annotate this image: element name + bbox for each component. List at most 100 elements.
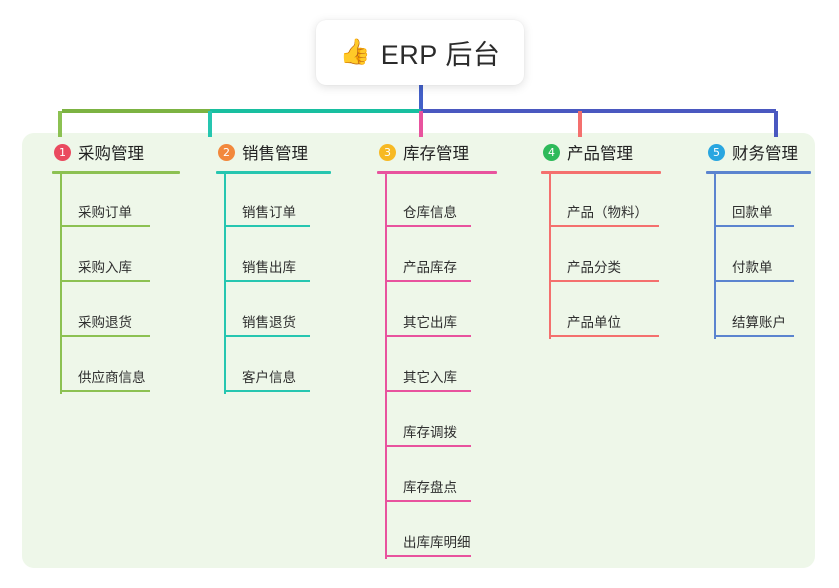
branch-header-1[interactable]: 1 采购管理: [38, 133, 198, 171]
branch-header-5[interactable]: 5 财务管理: [692, 133, 812, 171]
branch-item-underline: [60, 390, 150, 392]
branch-item-underline: [385, 225, 471, 227]
branch-item-underline: [224, 335, 310, 337]
branch-header-underline: [377, 171, 497, 174]
branch-item-label: 销售订单: [242, 205, 296, 220]
branch-header-underline: [216, 171, 331, 174]
branch-item[interactable]: 结算账户: [714, 284, 812, 339]
branch-column-2: 2 销售管理销售订单销售出库销售退货客户信息: [202, 133, 362, 394]
branch-item[interactable]: 产品（物料）: [549, 174, 692, 229]
branch-item[interactable]: 产品库存: [385, 229, 528, 284]
branch-item[interactable]: 付款单: [714, 229, 812, 284]
branch-header-underline: [706, 171, 811, 174]
branch-item[interactable]: 仓库信息: [385, 174, 528, 229]
branch-item[interactable]: 销售出库: [224, 229, 362, 284]
connector-drop-2: [208, 111, 212, 137]
branch-item[interactable]: 产品分类: [549, 229, 692, 284]
branch-column-3: 3 库存管理仓库信息产品库存其它出库其它入库库存调拨库存盘点出库库明细: [363, 133, 528, 559]
branch-item-label: 销售退货: [242, 315, 296, 330]
branch-item-underline: [549, 335, 659, 337]
branch-item-list: 产品（物料） 产品分类产品单位: [549, 174, 692, 339]
branch-item[interactable]: 采购入库: [60, 229, 198, 284]
branch-item-label: 结算账户: [732, 315, 786, 330]
branch-index-badge: 2: [218, 143, 235, 161]
branch-item-label: 其它出库: [403, 315, 457, 330]
branch-title: 财务管理: [732, 145, 798, 163]
branch-item-underline: [714, 335, 794, 337]
branch-item-underline: [385, 390, 471, 392]
branch-item-underline: [714, 225, 794, 227]
branch-item-label: 出库库明细: [403, 535, 471, 550]
branch-item-underline: [385, 555, 471, 557]
branch-columns: 1 采购管理采购订单采购入库采购退货供应商信息 2 销售管理销售订单销售出库销售退货客…: [22, 133, 815, 568]
branch-index-badge: 5: [708, 143, 725, 161]
branch-index-badge: 3: [379, 143, 396, 161]
branch-item-underline: [60, 335, 150, 337]
connector-drop-1: [58, 111, 62, 137]
branch-item-label: 产品（物料）: [567, 205, 648, 220]
branch-item-label: 采购订单: [78, 205, 132, 220]
branch-item[interactable]: 库存盘点: [385, 449, 528, 504]
branch-column-5: 5 财务管理回款单付款单结算账户: [692, 133, 812, 339]
branch-item-label: 采购退货: [78, 315, 132, 330]
branch-header-underline: [541, 171, 661, 174]
branch-item-label: 库存盘点: [403, 480, 457, 495]
branch-item-underline: [385, 335, 471, 337]
branch-item-underline: [549, 225, 659, 227]
root-node-title: ERP 后台: [380, 40, 501, 70]
branch-title: 库存管理: [403, 145, 469, 163]
branch-header-underline: [52, 171, 180, 174]
branch-item-label: 付款单: [732, 260, 773, 275]
branch-item-underline: [60, 225, 150, 227]
branch-item[interactable]: 供应商信息: [60, 339, 198, 394]
branch-header-2[interactable]: 2 销售管理: [202, 133, 362, 171]
branch-item-label: 采购入库: [78, 260, 132, 275]
branch-item[interactable]: 产品单位: [549, 284, 692, 339]
branch-item[interactable]: 客户信息: [224, 339, 362, 394]
branch-item-list: 销售订单销售出库销售退货客户信息: [224, 174, 362, 394]
branch-title: 采购管理: [78, 145, 144, 163]
branch-item[interactable]: 回款单: [714, 174, 812, 229]
branch-item-label: 库存调拨: [403, 425, 457, 440]
branch-item-list: 采购订单采购入库采购退货供应商信息: [60, 174, 198, 394]
branch-item[interactable]: 销售订单: [224, 174, 362, 229]
branch-index-badge: 1: [54, 143, 71, 161]
branch-item[interactable]: 其它出库: [385, 284, 528, 339]
root-node-card[interactable]: 👍 ERP 后台: [316, 20, 524, 85]
branch-item[interactable]: 出库库明细: [385, 504, 528, 559]
branch-item-list: 回款单付款单结算账户: [714, 174, 812, 339]
branch-item-label: 产品分类: [567, 260, 621, 275]
branch-item-label: 回款单: [732, 205, 773, 220]
thumbs-up-icon: 👍: [339, 38, 371, 66]
branch-item-label: 仓库信息: [403, 205, 457, 220]
branch-item-label: 其它入库: [403, 370, 457, 385]
branch-spine: [60, 174, 62, 394]
branch-column-1: 1 采购管理采购订单采购入库采购退货供应商信息: [38, 133, 198, 394]
branch-item-underline: [224, 280, 310, 282]
branch-item-underline: [224, 390, 310, 392]
branch-item[interactable]: 其它入库: [385, 339, 528, 394]
branch-item-underline: [224, 225, 310, 227]
connector-bus-segment-1: [62, 109, 210, 113]
branch-item-underline: [60, 280, 150, 282]
branch-item[interactable]: 库存调拨: [385, 394, 528, 449]
branch-item-label: 销售出库: [242, 260, 296, 275]
branch-item[interactable]: 采购退货: [60, 284, 198, 339]
branch-item-underline: [385, 280, 471, 282]
branch-item[interactable]: 采购订单: [60, 174, 198, 229]
branch-spine: [385, 174, 387, 559]
connector-drop-3: [419, 111, 423, 137]
branch-item[interactable]: 销售退货: [224, 284, 362, 339]
branch-index-badge: 4: [543, 143, 560, 161]
connector-bus-segment-2: [210, 109, 421, 113]
branch-item-underline: [385, 500, 471, 502]
branch-header-3[interactable]: 3 库存管理: [363, 133, 528, 171]
branch-item-underline: [714, 280, 794, 282]
branch-panel-background: [22, 133, 815, 568]
branch-item-label: 供应商信息: [78, 370, 146, 385]
branch-item-label: 客户信息: [242, 370, 296, 385]
branch-title: 销售管理: [242, 145, 308, 163]
